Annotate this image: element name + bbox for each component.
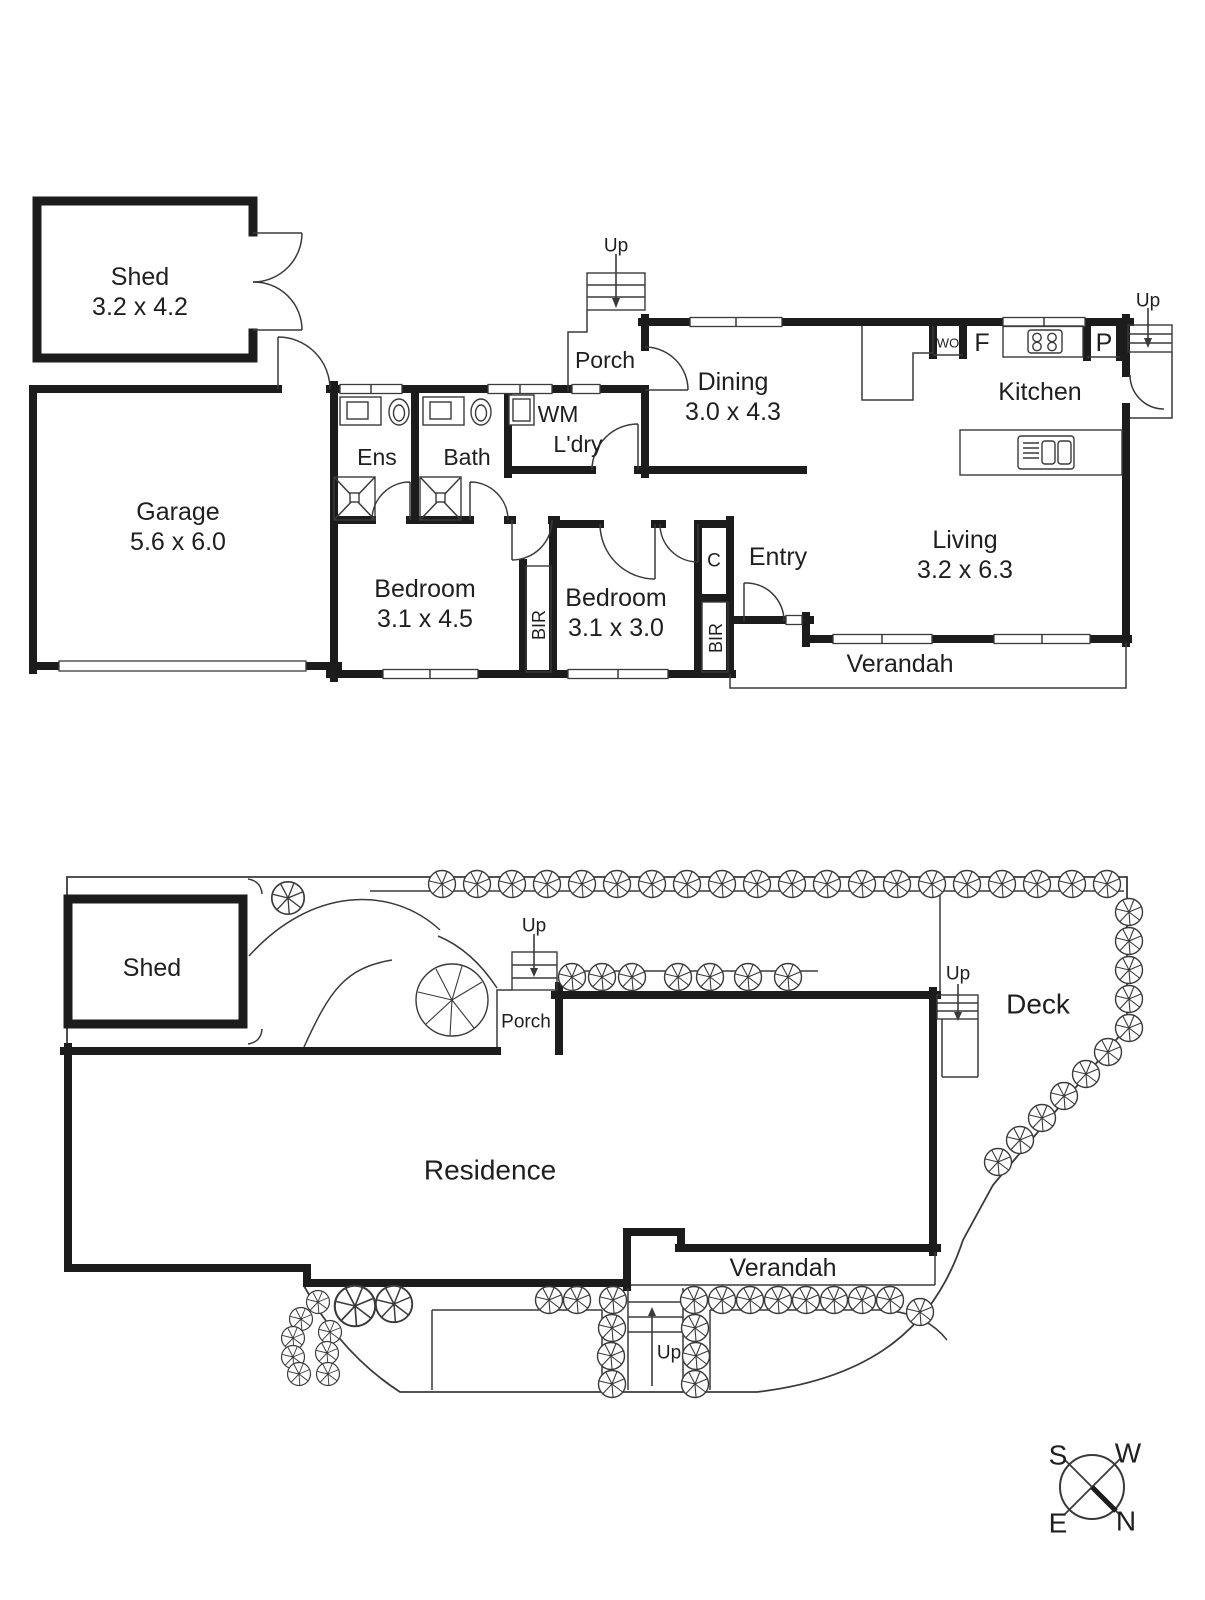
kitchen-fixtures bbox=[861, 325, 1123, 476]
sink-icon bbox=[1017, 435, 1075, 470]
room-dims-bedroom1: 3.1 x 4.5 bbox=[377, 605, 473, 633]
laundry-door-arc bbox=[591, 423, 639, 471]
floor-plan-windows bbox=[58, 316, 1091, 680]
dining-door-arc bbox=[644, 346, 689, 391]
room-label-garage: Garage bbox=[136, 498, 219, 526]
room-dims-garage: 5.6 x 6.0 bbox=[130, 528, 226, 556]
label-closet: C bbox=[707, 551, 721, 572]
verandah-outline bbox=[729, 643, 1127, 689]
kitchen-bench bbox=[861, 326, 934, 401]
room-label-laundry: L'dry bbox=[553, 431, 603, 457]
kitchen-door-arc bbox=[1129, 374, 1165, 410]
robes bbox=[525, 565, 729, 673]
room-label-verandah: Verandah bbox=[846, 650, 953, 678]
kitchen-stairs: Up bbox=[1127, 291, 1173, 419]
porch-up-label: Up bbox=[604, 236, 628, 257]
kitchen-up-label: Up bbox=[1136, 291, 1160, 312]
room-label-dining: Dining bbox=[698, 368, 769, 396]
down-arrow-icon bbox=[954, 1012, 962, 1021]
down-arrow-icon bbox=[530, 968, 538, 977]
label-fridge: F bbox=[974, 329, 989, 357]
room-label-entry: Entry bbox=[749, 543, 808, 571]
room-label-living: Living bbox=[932, 526, 997, 554]
island-bench bbox=[959, 429, 1123, 476]
site-deck-label: Deck bbox=[1006, 989, 1071, 1020]
room-dims-living: 3.2 x 6.3 bbox=[917, 556, 1013, 584]
compass-needle bbox=[1090, 1485, 1118, 1513]
compass-rose: S W E N bbox=[1049, 1438, 1142, 1539]
down-arrow-icon bbox=[1144, 338, 1152, 348]
site-plan: Up Porch Up Up bbox=[60, 869, 1144, 1399]
bath-toilet bbox=[470, 398, 492, 426]
porch-stairs: Up bbox=[567, 236, 646, 391]
room-dims-bedroom2: 3.1 x 3.0 bbox=[568, 614, 664, 642]
site-porch-up-label: Up bbox=[522, 916, 546, 937]
floor-plan-labels: Shed 3.2 x 4.2 Garage 5.6 x 6.0 Ens Bath… bbox=[92, 263, 1112, 678]
bedroom1-door-arc bbox=[511, 519, 553, 561]
up-arrow-icon bbox=[648, 1307, 656, 1316]
ensuite-vanity bbox=[339, 396, 382, 426]
label-pantry: P bbox=[1096, 329, 1113, 357]
site-shed-outline bbox=[63, 894, 248, 1029]
compass-south: S bbox=[1049, 1440, 1068, 1471]
shed-door-arc bbox=[252, 232, 303, 283]
bir1-robe bbox=[525, 565, 552, 673]
entry-door-arc bbox=[743, 582, 785, 622]
label-bir2: BIR bbox=[706, 623, 726, 653]
room-label-bedroom2: Bedroom bbox=[565, 584, 666, 612]
cooktop-counter bbox=[1002, 325, 1084, 358]
site-porch: Up Porch bbox=[496, 916, 558, 1047]
rear-door-arc bbox=[277, 336, 331, 390]
label-bir1: BIR bbox=[529, 610, 549, 640]
floor-plan: Up Up bbox=[29, 196, 1173, 689]
site-plan-walls bbox=[60, 894, 941, 1291]
ensuite-toilet bbox=[388, 398, 410, 426]
bir2-robe bbox=[701, 601, 729, 673]
floor-plan-walls bbox=[29, 196, 1134, 682]
bath-shower bbox=[419, 476, 462, 521]
room-dims-shed: 3.2 x 4.2 bbox=[92, 293, 188, 321]
bath-door-arc bbox=[469, 481, 509, 521]
room-dims-dining: 3.0 x 4.3 bbox=[685, 398, 781, 426]
compass-north: N bbox=[1116, 1506, 1136, 1537]
compass-west: W bbox=[1115, 1438, 1142, 1469]
ensuite-door-arc bbox=[371, 481, 411, 521]
label-wall-oven: WO bbox=[937, 336, 959, 351]
room-label-kitchen: Kitchen bbox=[998, 378, 1081, 406]
garden-paths bbox=[248, 898, 498, 1048]
garden-up-label: Up bbox=[657, 1343, 681, 1364]
room-label-bath: Bath bbox=[443, 444, 490, 470]
bathroom-fixtures bbox=[333, 394, 535, 521]
front-door-panel bbox=[785, 614, 803, 626]
hall-door-arc bbox=[659, 523, 699, 563]
ensuite-shower bbox=[333, 476, 376, 521]
garage-door bbox=[58, 660, 307, 672]
room-label-ensuite: Ens bbox=[357, 444, 397, 470]
floor-plan-doors bbox=[252, 232, 1165, 622]
label-washing-machine: WM bbox=[538, 401, 579, 427]
bedroom2-door-arc bbox=[599, 523, 656, 580]
gate-arcs bbox=[247, 878, 263, 1045]
tree-near-shed bbox=[270, 880, 306, 916]
site-verandah-outline bbox=[631, 1252, 936, 1286]
garden-stairs: Up bbox=[627, 1288, 684, 1390]
room-label-shed: Shed bbox=[111, 263, 169, 291]
site-residence-label: Residence bbox=[424, 1155, 556, 1186]
large-tree bbox=[415, 963, 489, 1037]
site-verandah-label: Verandah bbox=[729, 1254, 836, 1282]
bath-vanity bbox=[422, 396, 465, 426]
down-arrow-icon bbox=[612, 298, 620, 308]
site-plan-labels: Shed Residence Deck Verandah bbox=[123, 954, 1071, 1282]
compass-east: E bbox=[1049, 1508, 1068, 1539]
site-shed-label: Shed bbox=[123, 954, 181, 982]
deck-stairs: Up bbox=[936, 964, 979, 1078]
room-label-porch: Porch bbox=[575, 347, 635, 373]
room-label-bedroom1: Bedroom bbox=[374, 575, 475, 603]
deck-up-label: Up bbox=[946, 964, 970, 985]
cooktop-icon bbox=[1027, 329, 1063, 354]
site-porch-label: Porch bbox=[501, 1012, 551, 1033]
